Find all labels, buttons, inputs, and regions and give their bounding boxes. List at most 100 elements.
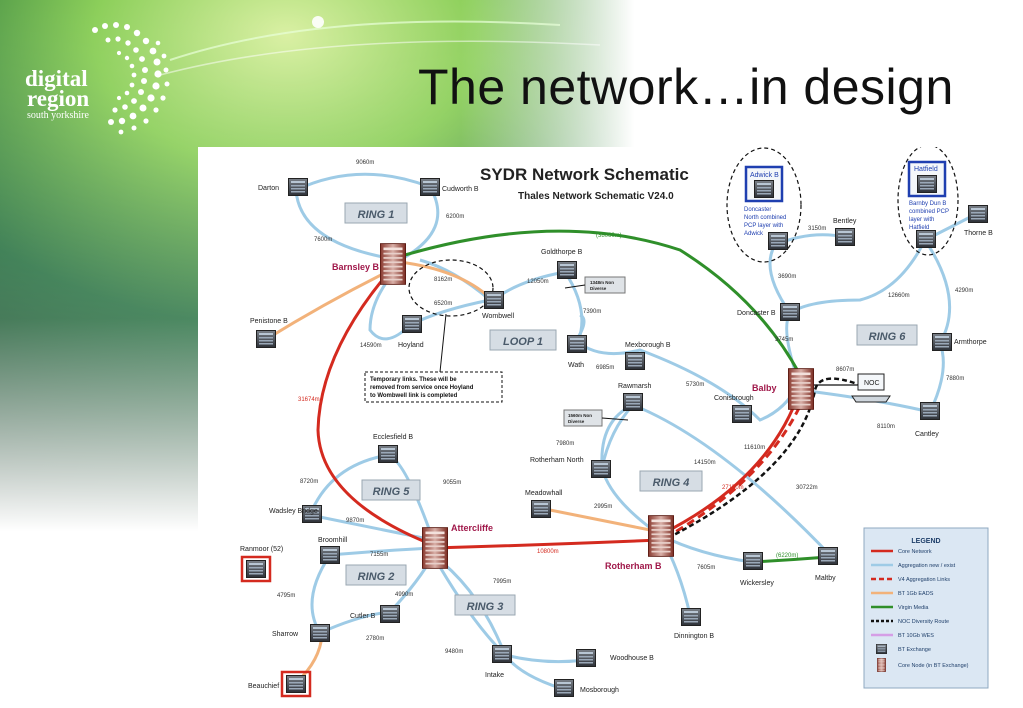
legend-item: V4 Aggregation Links <box>898 577 950 583</box>
link-length: 14150m <box>694 460 716 466</box>
node-label: Darton <box>258 185 279 192</box>
exchange-icon <box>576 649 596 667</box>
legend-item: Aggregation new / exist <box>898 563 956 569</box>
hatfield-note-line3: layer with <box>909 217 934 223</box>
node-label: Wickersley <box>740 580 774 587</box>
ring-label: RING 5 <box>373 486 411 498</box>
exchange-icon <box>531 500 551 518</box>
node-label: Thorne B <box>964 230 993 237</box>
node-label: Dinnington B <box>674 633 714 640</box>
link-length: 8720m <box>300 479 318 485</box>
node-label: Bentley <box>833 218 857 225</box>
node-label: Cudworth B <box>442 186 479 193</box>
link-length: 9480m <box>445 649 463 655</box>
v4-aggregation-link <box>664 394 807 540</box>
legend-core-node-icon <box>877 658 886 672</box>
node-label: Hoyland <box>398 342 424 349</box>
node-label: NOC <box>864 380 880 387</box>
hatfield-ellipse <box>897 147 959 256</box>
noc-monitor-icon <box>857 373 885 391</box>
exchange-icon <box>625 352 645 370</box>
slide-title: The network…in design <box>418 59 954 115</box>
exchange-icon <box>320 546 340 564</box>
exchange-icon <box>286 675 306 693</box>
node-label: Goldthorpe B <box>541 249 583 256</box>
node-label: Penistone B <box>250 318 288 325</box>
temporary-links-note-line1: Temporary links. These will be <box>370 377 457 383</box>
link-length: 9060m <box>356 160 374 166</box>
link-length: 10800m <box>537 549 559 555</box>
adwick-note-line1: Doncaster <box>744 207 771 213</box>
link-length: 6520m <box>434 301 452 307</box>
adwick-ellipse <box>726 147 802 263</box>
node-label: Cutler B <box>350 613 376 620</box>
node-label: Mexborough B <box>625 342 671 349</box>
adwick-note-line2: North combined <box>744 215 786 221</box>
link-length: 7880m <box>946 376 964 382</box>
exchange-icon <box>484 291 504 309</box>
node-label: Maltby <box>815 575 836 582</box>
link-length: 6985m <box>596 365 614 371</box>
logo-text-south-yorkshire: south yorkshire <box>27 110 89 121</box>
exchange-icon <box>557 261 577 279</box>
node-label: Broomhill <box>318 537 348 544</box>
core-node-icon <box>788 368 814 410</box>
digital-region-logo: digital region south yorkshire <box>0 0 200 160</box>
node-label: Conisbrough <box>714 395 754 402</box>
exchange-icon <box>818 547 838 565</box>
temporary-links-note-line3: to Wombwell link is completed <box>370 393 458 399</box>
link-length: 4990m <box>395 592 413 598</box>
core-node-label: Attercliffe <box>451 523 493 533</box>
link-length: 3150m <box>808 226 826 232</box>
schematic-title: SYDR Network Schematic <box>480 165 689 184</box>
node-label: Rotherham North <box>530 457 584 464</box>
link-length: 2995m <box>594 504 612 510</box>
exchange-icon <box>591 460 611 478</box>
node-label: Armthorpe <box>954 339 987 346</box>
exchange-icon <box>917 175 937 193</box>
noc-diversity-route <box>667 377 861 540</box>
hatfield-note-line4: Hatfield <box>909 225 929 231</box>
link-length: 9055m <box>443 480 461 486</box>
adwick-note-line4: Adwick <box>744 231 764 237</box>
core-network-links <box>316 264 802 550</box>
core-node-icon <box>648 515 674 557</box>
legend-item: NOC Diversity Route <box>898 619 949 625</box>
exchange-icon <box>256 330 276 348</box>
node-label: Woodhouse B <box>610 655 654 662</box>
ring-label: RING 3 <box>467 601 504 613</box>
exchange-icon <box>681 608 701 626</box>
logo-text-digital: digital <box>25 66 88 91</box>
link-length: 4290m <box>955 288 973 294</box>
core-node-label: Barnsley B <box>332 262 380 272</box>
link-length: 30722m <box>796 485 818 491</box>
callouts: Temporary links. These will be removed f… <box>364 201 949 427</box>
link-length: 12050m <box>527 279 549 285</box>
exchange-icon <box>932 333 952 351</box>
hatfield-note-line2: combined PCP <box>909 209 949 215</box>
exchange-icon <box>732 405 752 423</box>
legend-item: BT 10Gb WES <box>898 633 934 639</box>
link-length: 8607m <box>836 367 854 373</box>
exchange-icon <box>380 605 400 623</box>
exchange-icon <box>567 335 587 353</box>
node-label: Adwick B <box>750 172 779 179</box>
node-label: Wath <box>568 362 584 369</box>
ring-label: RING 2 <box>358 571 395 583</box>
exchange-icon <box>743 552 763 570</box>
link-length: 7390m <box>583 309 601 315</box>
core-node-icon <box>422 527 448 569</box>
exchange-icon <box>835 228 855 246</box>
link-length: 11610m <box>744 445 765 451</box>
link-length: 7600m <box>314 237 332 243</box>
link-length: 9870m <box>346 518 364 524</box>
legend-title: LEGEND <box>911 538 940 545</box>
exchange-icon <box>378 445 398 463</box>
temporary-links-note-line2: removed from service once Hoyland <box>370 385 474 391</box>
node-label: Ranmoor (52) <box>240 546 283 553</box>
link-length: 3690m <box>778 274 796 280</box>
legend-item: Virgin Media <box>898 605 929 611</box>
link-length: 6200m <box>446 214 464 220</box>
exchange-icon <box>916 230 936 248</box>
link-length: 14590m <box>360 343 382 349</box>
